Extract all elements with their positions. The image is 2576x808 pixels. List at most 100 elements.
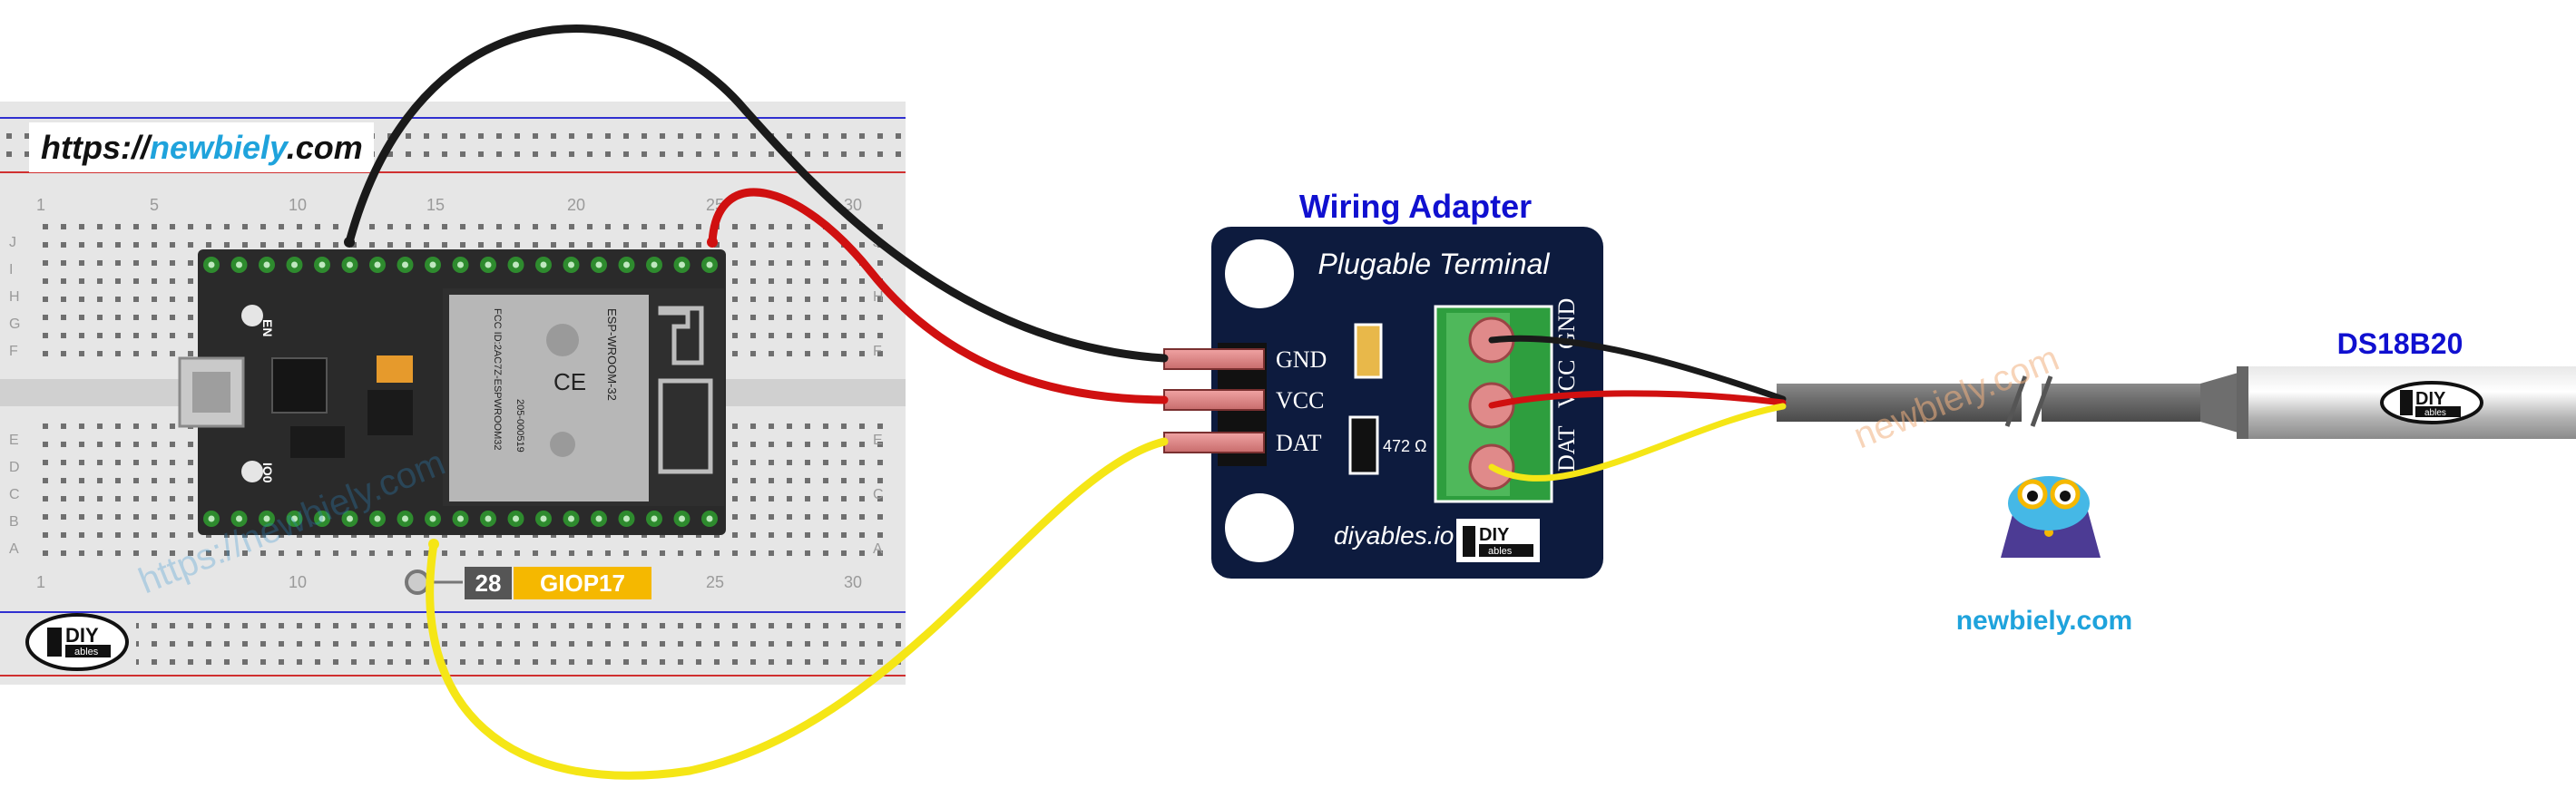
row-letter: B — [9, 514, 19, 530]
pin-labels: GND VCC DAT — [1276, 346, 1327, 456]
row-letter: C — [873, 487, 884, 502]
row-letter: A — [873, 541, 883, 557]
logo-subtext: ables — [74, 647, 99, 657]
column-number: 15 — [426, 196, 445, 214]
header-pin-hole — [291, 261, 298, 268]
boot-button[interactable] — [241, 461, 263, 482]
antenna-trace — [658, 306, 713, 474]
header-pin-hole — [236, 515, 242, 522]
terminal-labels: DAT VCC GND — [1553, 298, 1580, 472]
logo-text: DIY — [1479, 525, 1510, 545]
pin-label-dat: DAT — [1276, 430, 1322, 456]
logo-subtext: ables — [1488, 546, 1513, 557]
sensor-cable — [1777, 384, 2022, 422]
header-pin-hole — [263, 261, 270, 268]
resistor-label: 472 Ω — [1383, 437, 1427, 455]
row-letter: G — [9, 316, 20, 332]
rail-holes — [136, 621, 906, 668]
header-pin-hole — [457, 515, 464, 522]
header-pin-hole — [208, 261, 215, 268]
pin-label-gnd: GND — [1276, 346, 1327, 373]
header-pin-hole — [485, 261, 492, 268]
logo-text: DIY — [2415, 389, 2446, 409]
capacitor — [377, 355, 413, 383]
wifi-logo — [546, 324, 579, 356]
column-number: 30 — [844, 196, 862, 214]
row-letter: F — [873, 344, 882, 359]
ds18b20-sensor: DS18B20 DIY ables — [1777, 327, 2576, 439]
owl-caption: newbiely.com — [1956, 606, 2133, 636]
pin-dat[interactable] — [1163, 432, 1265, 453]
logo-text: DIY — [65, 624, 99, 647]
terminal-label-vcc: VCC — [1553, 360, 1580, 408]
wire-end — [428, 539, 439, 550]
wires — [345, 24, 1787, 780]
header-pin-hole — [706, 515, 713, 522]
header-pin-hole — [402, 515, 408, 522]
column-number: 10 — [289, 573, 307, 591]
esp32-pins-top — [203, 257, 718, 273]
header-pin-hole — [595, 261, 602, 268]
header-pin-hole — [457, 261, 464, 268]
adapter-brand: diyables.io — [1334, 521, 1454, 550]
pin-label-vcc: VCC — [1276, 387, 1324, 414]
header-pin-hole — [568, 515, 574, 522]
pin-number: 28 — [475, 569, 502, 597]
resistor-smd — [1348, 415, 1379, 475]
module-label: ESP-WROOM-32 — [605, 308, 619, 401]
module-label: 205-000519 — [514, 399, 525, 453]
ce-mark: CE — [553, 368, 586, 395]
row-letter: H — [873, 289, 884, 305]
adapter-title: Wiring Adapter — [1299, 188, 1532, 225]
pin-gnd[interactable] — [1163, 348, 1265, 370]
en-button[interactable] — [241, 305, 263, 326]
mount-hole — [1225, 493, 1294, 562]
header-pin-hole — [540, 515, 547, 522]
header-pin-hole — [291, 515, 298, 522]
usb-port-inner — [192, 372, 230, 413]
header-pin-hole — [679, 515, 685, 522]
pin-number-box — [465, 567, 512, 599]
header-pin-hole — [208, 515, 215, 522]
logo-subtext: ables — [2424, 408, 2446, 418]
pin-vcc[interactable] — [1163, 389, 1265, 411]
row-letter: E — [9, 433, 19, 448]
header-pin-hole — [347, 261, 353, 268]
newbiely-owl: newbiely.com — [1956, 476, 2133, 636]
row-letter: C — [9, 487, 20, 502]
header-pin-hole — [568, 261, 574, 268]
row-letter: A — [9, 541, 19, 557]
column-numbers: 1 5 10 15 20 25 30 1 10 25 30 — [36, 196, 862, 591]
pin-name: GIOP17 — [540, 569, 625, 597]
module-mark — [550, 432, 575, 457]
adapter-diyables-logo: DIY ables — [1456, 519, 1540, 562]
column-number: 5 — [150, 196, 159, 214]
owl-body — [2008, 476, 2090, 531]
cable-break — [2004, 375, 2053, 427]
column-number: 20 — [567, 196, 585, 214]
row-letter: D — [9, 460, 20, 475]
module-label: FCC ID:2AC7Z-ESPWROOM32 — [492, 308, 503, 450]
header-pin-hole — [540, 261, 547, 268]
url-label-box — [29, 122, 374, 172]
header-pin-hole — [402, 261, 408, 268]
sensor-diyables-logo: DIY ables — [2380, 381, 2483, 424]
small-chip — [290, 426, 345, 458]
column-number: 10 — [289, 196, 307, 214]
column-number: 25 — [706, 573, 724, 591]
sensor-cable — [2042, 384, 2223, 422]
header-pin-hole — [513, 515, 519, 522]
row-letter: I — [9, 262, 13, 277]
header-pin-hole — [263, 515, 270, 522]
sensor-title: DS18B20 — [2337, 327, 2463, 360]
header-pin-hole — [429, 261, 436, 268]
wire-dat — [426, 437, 1169, 780]
header-pin-hole — [651, 261, 658, 268]
row-letter: J — [9, 235, 16, 250]
header-pin-hole — [318, 261, 326, 268]
sensor-wire-gnd — [1488, 335, 1787, 403]
row-letter: H — [9, 289, 20, 305]
header-pin-hole — [374, 515, 381, 522]
wire-vcc — [708, 188, 1169, 404]
en-label: EN — [260, 319, 275, 336]
